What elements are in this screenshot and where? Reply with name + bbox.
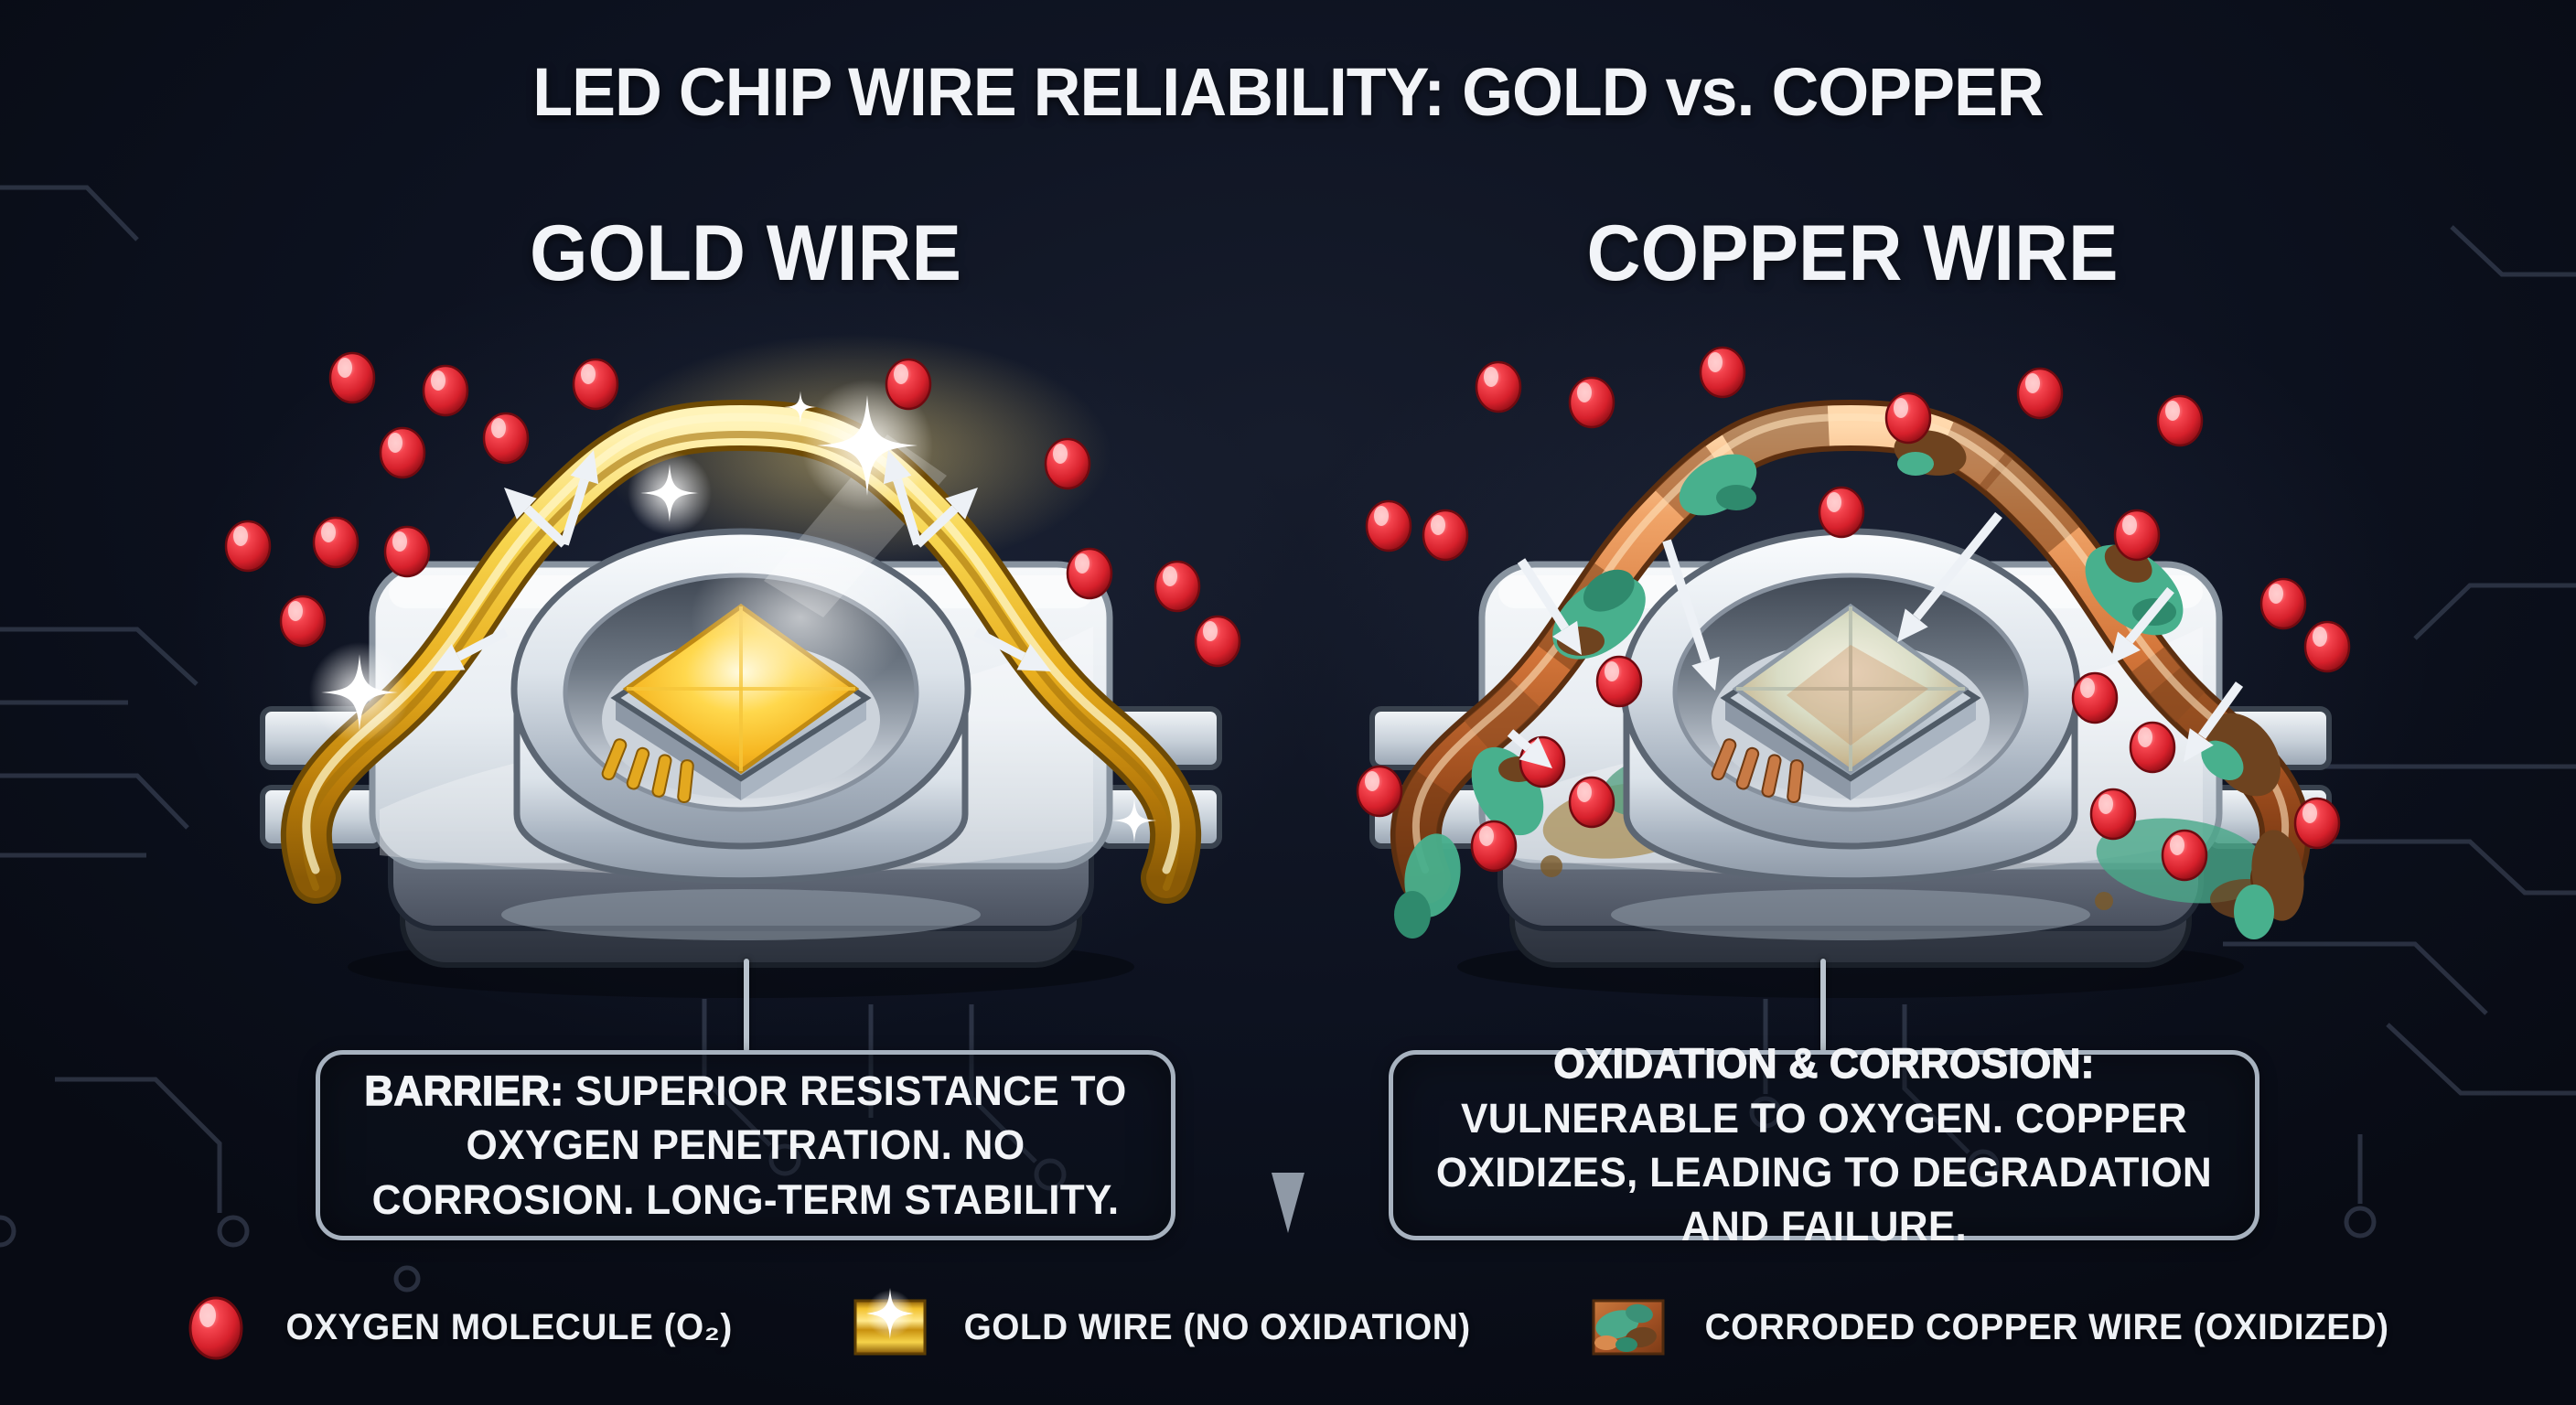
gold-note-box: BARRIER: SUPERIOR RESISTANCE TO OXYGEN P… bbox=[316, 1050, 1175, 1240]
copper-panel-heading: COPPER WIRE bbox=[1586, 209, 2119, 297]
copper-note-box: OXIDATION & CORROSION: VULNERABLE TO OXY… bbox=[1389, 1040, 2259, 1249]
divider bbox=[1272, 220, 1304, 1233]
reflector-cup bbox=[501, 434, 981, 940]
copper-note-lead: OXIDATION & CORROSION: bbox=[1553, 1040, 2095, 1088]
copper-wire bbox=[1390, 399, 2311, 904]
divider-arrow-icon bbox=[1272, 1173, 1304, 1233]
die-pins bbox=[1711, 738, 1804, 804]
oxygen-molecule-icon bbox=[188, 1296, 243, 1360]
led-die bbox=[601, 434, 947, 804]
copper-chip-illustration bbox=[1356, 346, 2351, 998]
legend-item-corroded-copper: CORRODED COPPER WIRE (OXIDIZED) bbox=[1586, 1286, 2399, 1368]
die-pins bbox=[601, 738, 694, 804]
deflection-arrows bbox=[431, 450, 1051, 671]
gold-note-connector bbox=[744, 959, 749, 1052]
gold-panel-heading: GOLD WIRE bbox=[529, 209, 962, 297]
legend-label-corroded-copper: CORRODED COPPER WIRE (OXIDIZED) bbox=[1704, 1306, 2389, 1347]
copper-note-body: VULNERABLE TO OXYGEN. COPPER OXIDIZES, L… bbox=[1435, 1094, 2213, 1250]
copper-note-connector bbox=[1820, 959, 1826, 1052]
reflector-cup bbox=[1611, 528, 2090, 940]
penetration-arrows bbox=[1507, 511, 2244, 768]
gold-note-text: BARRIER: SUPERIOR RESISTANCE TO OXYGEN P… bbox=[360, 1064, 1132, 1227]
led-die bbox=[1711, 603, 1981, 804]
legend-label-oxygen: OXYGEN MOLECULE (O₂) bbox=[285, 1306, 733, 1347]
corroded-copper-icon bbox=[1592, 1299, 1665, 1356]
gold-chip-illustration bbox=[224, 334, 1241, 998]
legend: OXYGEN MOLECULE (O₂) GOLD WIRE (NO OXIDA… bbox=[0, 1277, 2576, 1378]
legend-item-oxygen: OXYGEN MOLECULE (O₂) bbox=[177, 1286, 739, 1368]
legend-label-gold-wire: GOLD WIRE (NO OXIDATION) bbox=[963, 1306, 1471, 1347]
copper-note-text: OXIDATION & CORROSION: VULNERABLE TO OXY… bbox=[1433, 1036, 2216, 1254]
gold-note-lead: BARRIER: bbox=[364, 1067, 564, 1114]
legend-item-gold-wire: GOLD WIRE (NO OXIDATION) bbox=[848, 1286, 1478, 1368]
infographic-title: LED CHIP WIRE RELIABILITY: GOLD vs. COPP… bbox=[532, 54, 2045, 130]
gold-wire-icon bbox=[853, 1288, 927, 1356]
gold-note-body: SUPERIOR RESISTANCE TO OXYGEN PENETRATIO… bbox=[371, 1067, 1127, 1223]
